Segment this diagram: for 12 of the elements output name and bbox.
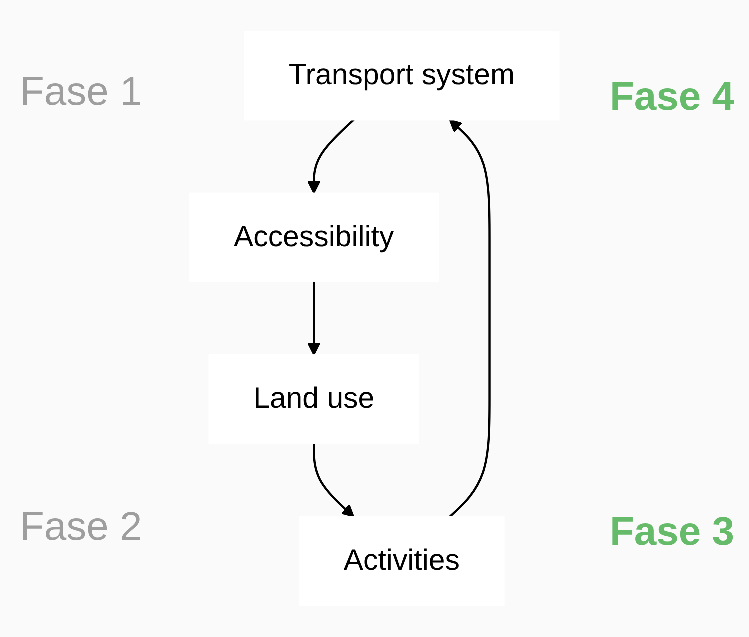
node-text: Accessibility [234, 221, 394, 254]
node-text: Land use [254, 383, 375, 416]
arrow [313, 444, 355, 518]
node-text: Activities [344, 544, 460, 578]
phase-label: Fase 3 [610, 510, 735, 555]
arrow [449, 119, 491, 518]
arrow [308, 119, 355, 194]
arrow [308, 282, 321, 356]
phase-label: Fase 1 [20, 70, 142, 115]
phase-label: Fase 4 [610, 75, 735, 120]
phase-label: Fase 2 [20, 505, 142, 550]
node-text: Transport system [288, 60, 515, 92]
